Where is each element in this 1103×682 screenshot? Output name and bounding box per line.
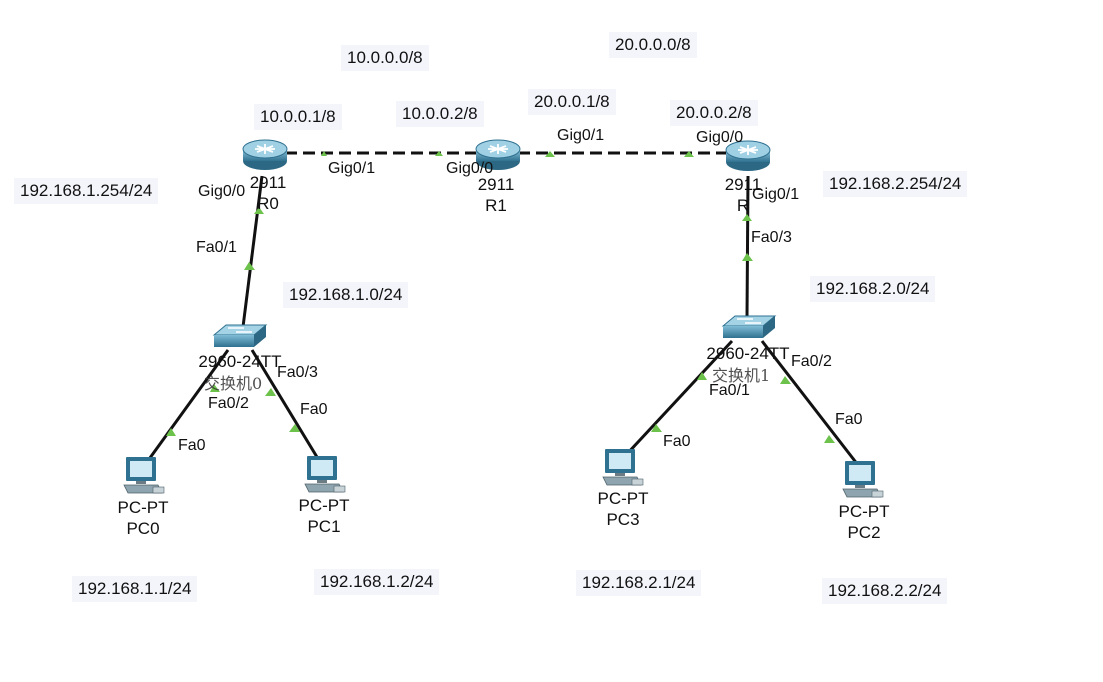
note-r2-gig00-ip[interactable]: 20.0.0.2/8 <box>670 100 758 126</box>
router-icon <box>488 144 508 154</box>
pc-pc3[interactable] <box>602 449 644 486</box>
link-up-icon <box>742 253 753 261</box>
pc1-model: PC-PT <box>298 496 350 515</box>
note-r2-gig01-ip[interactable]: 192.168.2.254/24 <box>823 171 968 197</box>
router-r1-model: 2911 <box>477 175 515 194</box>
pc0-model: PC-PT <box>117 498 169 517</box>
switch-icon <box>228 327 252 333</box>
router-r0[interactable] <box>242 139 288 170</box>
port-sw0-fa01: Fa0/1 <box>196 239 237 256</box>
router-icon <box>255 144 275 154</box>
label-router-r1: 2911 R1 <box>478 174 515 216</box>
label-pc3: PC-PT PC3 <box>598 488 649 530</box>
router-r2[interactable] <box>725 140 771 171</box>
note-pc0-ip[interactable]: 192.168.1.1/24 <box>72 576 198 602</box>
port-r0-gig00: Gig0/0 <box>198 183 246 200</box>
link-up-icon <box>742 214 752 221</box>
label-switch-sw1-name: 交换机1 <box>712 366 771 385</box>
link-up-icon <box>210 384 220 392</box>
switch-sw1[interactable] <box>721 315 777 338</box>
note-pc1-ip[interactable]: 192.168.1.2/24 <box>314 569 440 595</box>
note-pc3-ip[interactable]: 192.168.2.1/24 <box>576 570 702 596</box>
pc2-model: PC-PT <box>838 502 890 521</box>
port-sw1-fa01: Fa0/1 <box>709 382 750 399</box>
port-r1-gig01: Gig0/1 <box>557 127 605 144</box>
pc-pc0[interactable] <box>123 457 165 494</box>
note-pc2-ip[interactable]: 192.168.2.2/24 <box>822 578 948 604</box>
cable-sw1-pc3[interactable] <box>624 339 734 457</box>
cables <box>145 151 860 466</box>
link-up-icon <box>824 435 835 443</box>
note-lan-right[interactable]: 192.168.2.0/24 <box>810 276 936 302</box>
label-switch-sw0-name: 交换机0 <box>204 374 263 393</box>
note-r1-gig01-ip[interactable]: 20.0.0.1/8 <box>528 89 616 115</box>
link-up-icon <box>651 424 662 432</box>
label-pc2: PC-PT PC2 <box>839 501 890 543</box>
note-r0-gig00-ip[interactable]: 192.168.1.254/24 <box>14 178 159 204</box>
link-up-icon <box>166 428 176 436</box>
router-r2-name: R <box>736 196 750 215</box>
pc0-name: PC0 <box>126 519 160 538</box>
router-icon <box>738 145 758 155</box>
note-net-r0-r1[interactable]: 10.0.0.0/8 <box>341 45 429 71</box>
label-pc1: PC-PT PC1 <box>299 495 350 537</box>
pc2-name: PC2 <box>847 523 881 542</box>
pc3-name: PC3 <box>606 510 640 529</box>
link-up-icon <box>684 151 694 157</box>
pc-pc2[interactable] <box>842 461 884 498</box>
router-r2-model: 2911 <box>724 175 762 194</box>
link-up-icon <box>289 424 300 432</box>
cable-sw1-pc2[interactable] <box>760 340 860 466</box>
link-up-icon <box>697 372 707 380</box>
router-r0-model: 2911 <box>249 173 287 192</box>
port-sw0-fa02: Fa0/2 <box>208 395 249 412</box>
link-up-icon <box>780 376 791 384</box>
label-switch-sw1-model: 2960-24TT <box>706 344 790 363</box>
label-router-r0: 2911 R0 <box>250 172 287 214</box>
label-pc0: PC-PT PC0 <box>118 497 169 539</box>
cable-sw0-pc1[interactable] <box>250 349 322 463</box>
note-net-r1-r2[interactable]: 20.0.0.0/8 <box>609 32 697 58</box>
port-r0-gig01: Gig0/1 <box>328 160 376 177</box>
link-up-icon <box>545 151 555 157</box>
port-r1-gig00: Gig0/0 <box>446 160 494 177</box>
port-sw1-fa03: Fa0/3 <box>751 229 792 246</box>
cable-r2-sw1[interactable] <box>745 175 750 319</box>
label-switch-sw0-model: 2960-24TT <box>198 352 282 371</box>
note-lan-left[interactable]: 192.168.1.0/24 <box>283 282 409 308</box>
router-r1[interactable] <box>475 139 521 170</box>
link-up-icon <box>265 388 276 396</box>
note-r1-gig00-ip[interactable]: 10.0.0.2/8 <box>396 101 484 127</box>
note-r0-gig01-ip[interactable]: 10.0.0.1/8 <box>254 104 342 130</box>
port-pc2-fa0: Fa0 <box>835 411 863 428</box>
pc1-name: PC1 <box>307 517 341 536</box>
pc-pc1[interactable] <box>304 456 346 493</box>
pc3-model: PC-PT <box>597 489 649 508</box>
link-up-icon <box>254 207 264 214</box>
router-r0-name: R0 <box>257 194 279 213</box>
port-pc0-fa0: Fa0 <box>178 437 206 454</box>
port-sw1-fa02: Fa0/2 <box>791 353 832 370</box>
port-sw0-fa03: Fa0/3 <box>277 364 318 381</box>
switch-sw0[interactable] <box>212 324 268 347</box>
link-up-icon <box>435 151 443 156</box>
link-indicators <box>166 151 835 443</box>
cable-r0-sw0[interactable] <box>241 175 264 328</box>
switch-icon <box>737 318 761 324</box>
port-r2-gig00: Gig0/0 <box>696 129 744 146</box>
label-router-r2: 2911 R <box>725 174 762 216</box>
cable-sw0-pc0[interactable] <box>145 349 230 463</box>
router-r1-name: R1 <box>485 196 507 215</box>
port-pc3-fa0: Fa0 <box>663 433 691 450</box>
port-pc1-fa0: Fa0 <box>300 401 328 418</box>
link-up-icon <box>321 151 327 156</box>
port-r2-gig01: Gig0/1 <box>752 186 800 203</box>
link-up-icon <box>244 262 255 270</box>
